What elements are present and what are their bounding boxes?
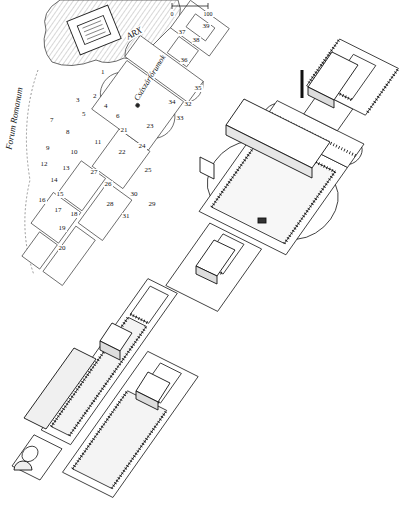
callout-number: 9 <box>45 145 51 152</box>
callout-number: 20 <box>58 245 67 252</box>
callout-number: 26 <box>104 181 113 188</box>
callout-number: 21 <box>120 127 129 134</box>
callout-number: 36 <box>180 57 189 64</box>
callout-number: 6 <box>115 113 121 120</box>
callout-number: 24 <box>138 143 147 150</box>
callout-number: 34 <box>168 99 177 106</box>
callout-number: 3 <box>75 97 81 104</box>
scale-number: 100 <box>203 11 214 17</box>
callout-number: 1 <box>100 69 106 76</box>
callout-number: 25 <box>144 167 153 174</box>
callout-number: 17 <box>54 207 63 214</box>
callout-number: 38 <box>192 37 201 44</box>
callout-number: 2 <box>92 93 98 100</box>
callout-number: 8 <box>65 129 71 136</box>
callout-number: 14 <box>50 177 59 184</box>
callout-number: 22 <box>118 149 127 156</box>
callout-number: 5 <box>81 111 87 118</box>
callout-number: 31 <box>122 213 131 220</box>
callout-number: 10 <box>70 149 79 156</box>
callout-number: 32 <box>184 101 193 108</box>
callout-number: 39 <box>202 23 211 30</box>
callout-number: 11 <box>94 139 103 146</box>
callout-number: 35 <box>194 85 203 92</box>
callout-number: 15 <box>56 191 65 198</box>
callout-number: 28 <box>106 201 115 208</box>
callout-number: 12 <box>40 161 49 168</box>
scale-number: 0 <box>170 11 175 17</box>
callout-number: 4 <box>103 103 109 110</box>
callout-number: 37 <box>178 29 187 36</box>
callout-number: 29 <box>148 201 157 208</box>
site-plan <box>0 0 247 289</box>
callout-number: 19 <box>58 225 67 232</box>
axonometric-view <box>3 25 420 508</box>
callout-number: 30 <box>130 191 139 198</box>
area-label: ARX <box>123 25 144 42</box>
callout-number: 13 <box>62 165 71 172</box>
callout-number: 23 <box>146 123 155 130</box>
callout-number: 16 <box>38 197 47 204</box>
callout-number: 18 <box>70 211 79 218</box>
area-label: Császárfórumok <box>132 53 168 103</box>
callout-number: 33 <box>176 115 185 122</box>
callout-number: 27 <box>90 169 99 176</box>
callout-number: 7 <box>49 117 55 124</box>
area-label: Forum Romanum <box>4 85 24 151</box>
